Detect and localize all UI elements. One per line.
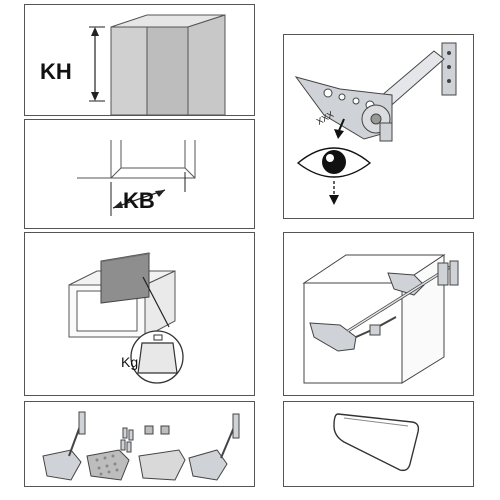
panel-adjust-arm: XXX <box>283 34 474 219</box>
cabinet-width-label: KB <box>123 188 155 213</box>
door-weight-diagram <box>68 252 184 384</box>
panel-mounted-cabinet <box>283 232 474 396</box>
cabinet-height-diagram <box>89 14 226 116</box>
panel-cabinet-width: KB <box>24 119 255 229</box>
weight-label: Kg <box>121 354 139 370</box>
cabinet-height-label: KH <box>40 59 72 84</box>
cover-cap-diagram <box>333 413 420 472</box>
adjust-arm-diagram <box>294 42 457 205</box>
mounted-cabinet-diagram <box>302 254 459 384</box>
kit-parts-diagram <box>42 411 240 481</box>
panel-kit-parts <box>24 401 255 487</box>
panel-door-weight: Kg <box>24 232 255 396</box>
panel-cover-cap <box>283 401 474 487</box>
panel-cabinet-height: KH <box>24 4 255 116</box>
cabinet-width-diagram <box>77 140 196 216</box>
